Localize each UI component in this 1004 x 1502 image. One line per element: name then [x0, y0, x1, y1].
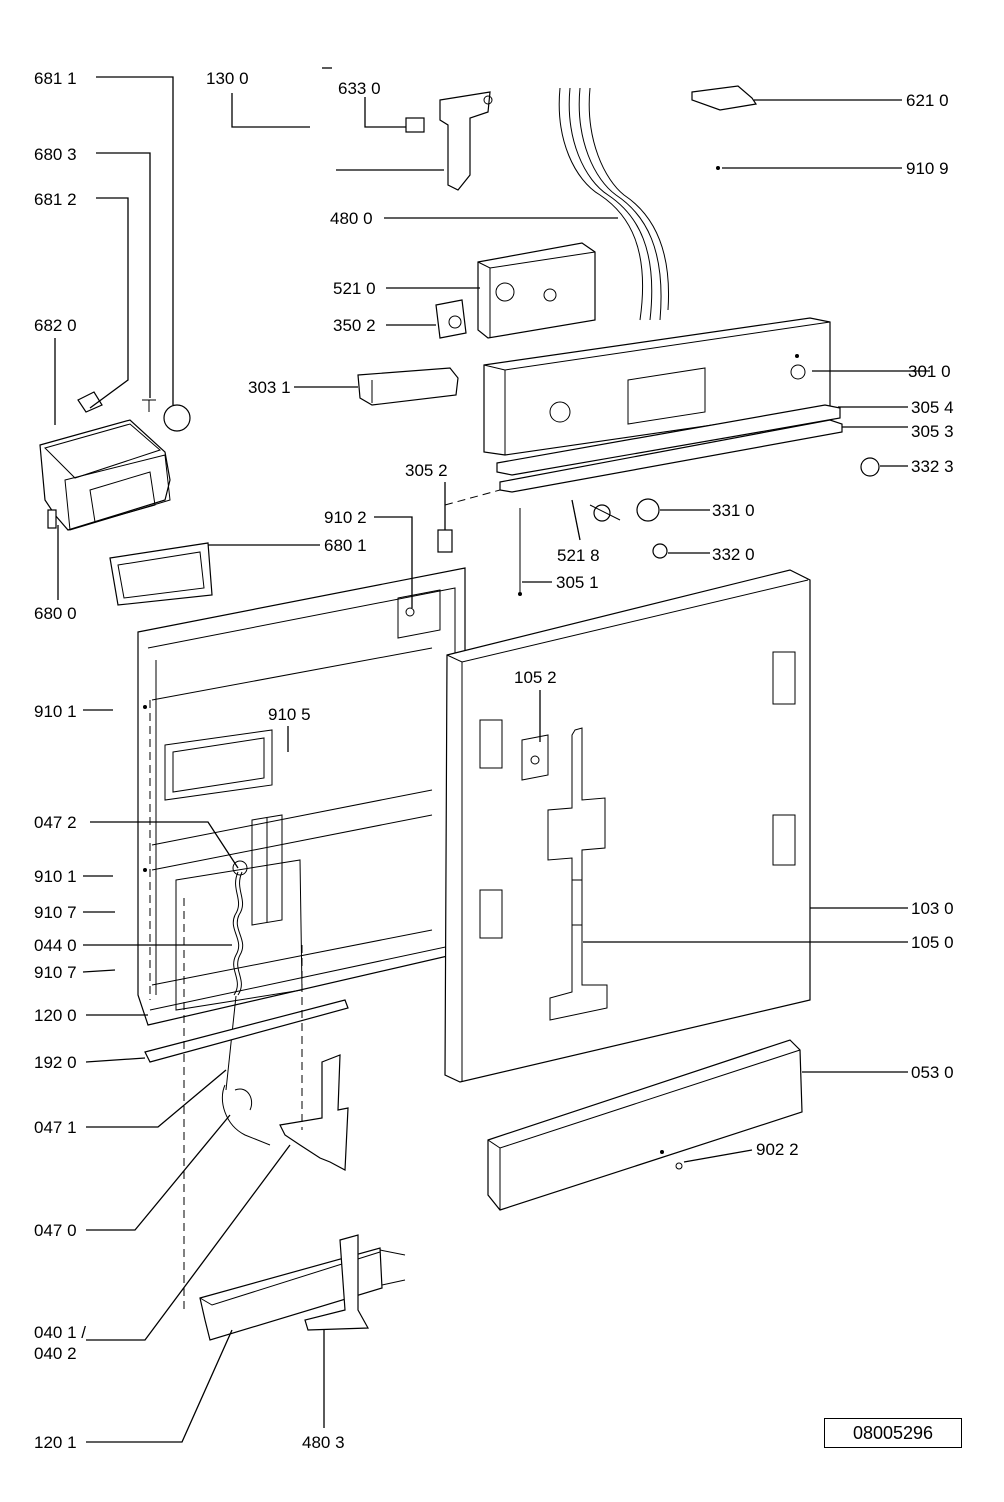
drawing-number-box: 08005296: [824, 1418, 962, 1448]
label-331-0: 331 0: [712, 501, 755, 520]
label-910-1-lower: 910 1: [34, 867, 77, 886]
label-910-7-upper: 910 7: [34, 903, 77, 922]
label-047-2: 047 2: [34, 813, 77, 832]
lower-bracket: [199, 1234, 406, 1341]
label-305-4: 305 4: [911, 398, 954, 417]
sensor-part: [691, 85, 758, 170]
switch-part: [435, 299, 467, 339]
label-305-3: 305 3: [911, 422, 954, 441]
label-480-3: 480 3: [302, 1433, 345, 1452]
label-621-0: 621 0: [906, 91, 949, 110]
label-910-2: 910 2: [324, 508, 367, 527]
control-panel: [483, 317, 843, 493]
label-521-0: 521 0: [333, 279, 376, 298]
label-680-3: 680 3: [34, 145, 77, 164]
label-120-1: 120 1: [34, 1433, 77, 1452]
label-633-0: 633 0: [338, 79, 381, 98]
outer-door-panel: [444, 569, 811, 1083]
label-681-1: 681 1: [34, 69, 77, 88]
label-105-2: 105 2: [514, 668, 557, 687]
label-332-0: 332 0: [712, 545, 755, 564]
label-680-1: 680 1: [324, 536, 367, 555]
inner-door-panel: [137, 567, 466, 1026]
guide-lines: [149, 489, 501, 1310]
part-labels: 681 1 130 0 633 0 621 0 680 3 910 9 681 …: [34, 69, 954, 1452]
label-301-0: 301 0: [908, 362, 951, 381]
label-350-2: 350 2: [333, 316, 376, 335]
label-332-3: 332 3: [911, 457, 954, 476]
door-lock: [405, 91, 493, 191]
wire-harness: [558, 87, 670, 321]
electronic-module: [477, 242, 596, 339]
label-120-0: 120 0: [34, 1006, 77, 1025]
label-103-0: 103 0: [911, 899, 954, 918]
label-040-2: 040 2: [34, 1344, 77, 1363]
label-910-7-lower: 910 7: [34, 963, 77, 982]
leader-lines: [54, 67, 930, 1443]
label-303-1: 303 1: [248, 378, 291, 397]
label-521-8: 521 8: [557, 546, 600, 565]
hinge-spring: [221, 860, 271, 1146]
label-047-1: 047 1: [34, 1118, 77, 1137]
label-130-0: 130 0: [206, 69, 249, 88]
label-053-0: 053 0: [911, 1063, 954, 1082]
label-910-9: 910 9: [906, 159, 949, 178]
detergent-dispenser: [39, 391, 191, 531]
label-681-2: 681 2: [34, 190, 77, 209]
label-044-0: 044 0: [34, 936, 77, 955]
label-047-0: 047 0: [34, 1221, 77, 1240]
label-902-2: 902 2: [756, 1140, 799, 1159]
label-680-0: 680 0: [34, 604, 77, 623]
label-305-2: 305 2: [405, 461, 448, 480]
label-910-5: 910 5: [268, 705, 311, 724]
label-480-0: 480 0: [330, 209, 373, 228]
small-parts: [437, 457, 880, 596]
label-910-1-upper: 910 1: [34, 702, 77, 721]
door-rail: [144, 999, 349, 1063]
label-682-0: 682 0: [34, 316, 77, 335]
label-040-1: 040 1 /: [34, 1323, 86, 1342]
kick-plate: [487, 1039, 803, 1211]
handle-part: [357, 367, 459, 406]
label-305-1: 305 1: [556, 573, 599, 592]
dispenser-gasket: [109, 542, 213, 606]
label-192-0: 192 0: [34, 1053, 77, 1072]
label-105-0: 105 0: [911, 933, 954, 952]
hinge-bracket: [279, 1054, 349, 1171]
